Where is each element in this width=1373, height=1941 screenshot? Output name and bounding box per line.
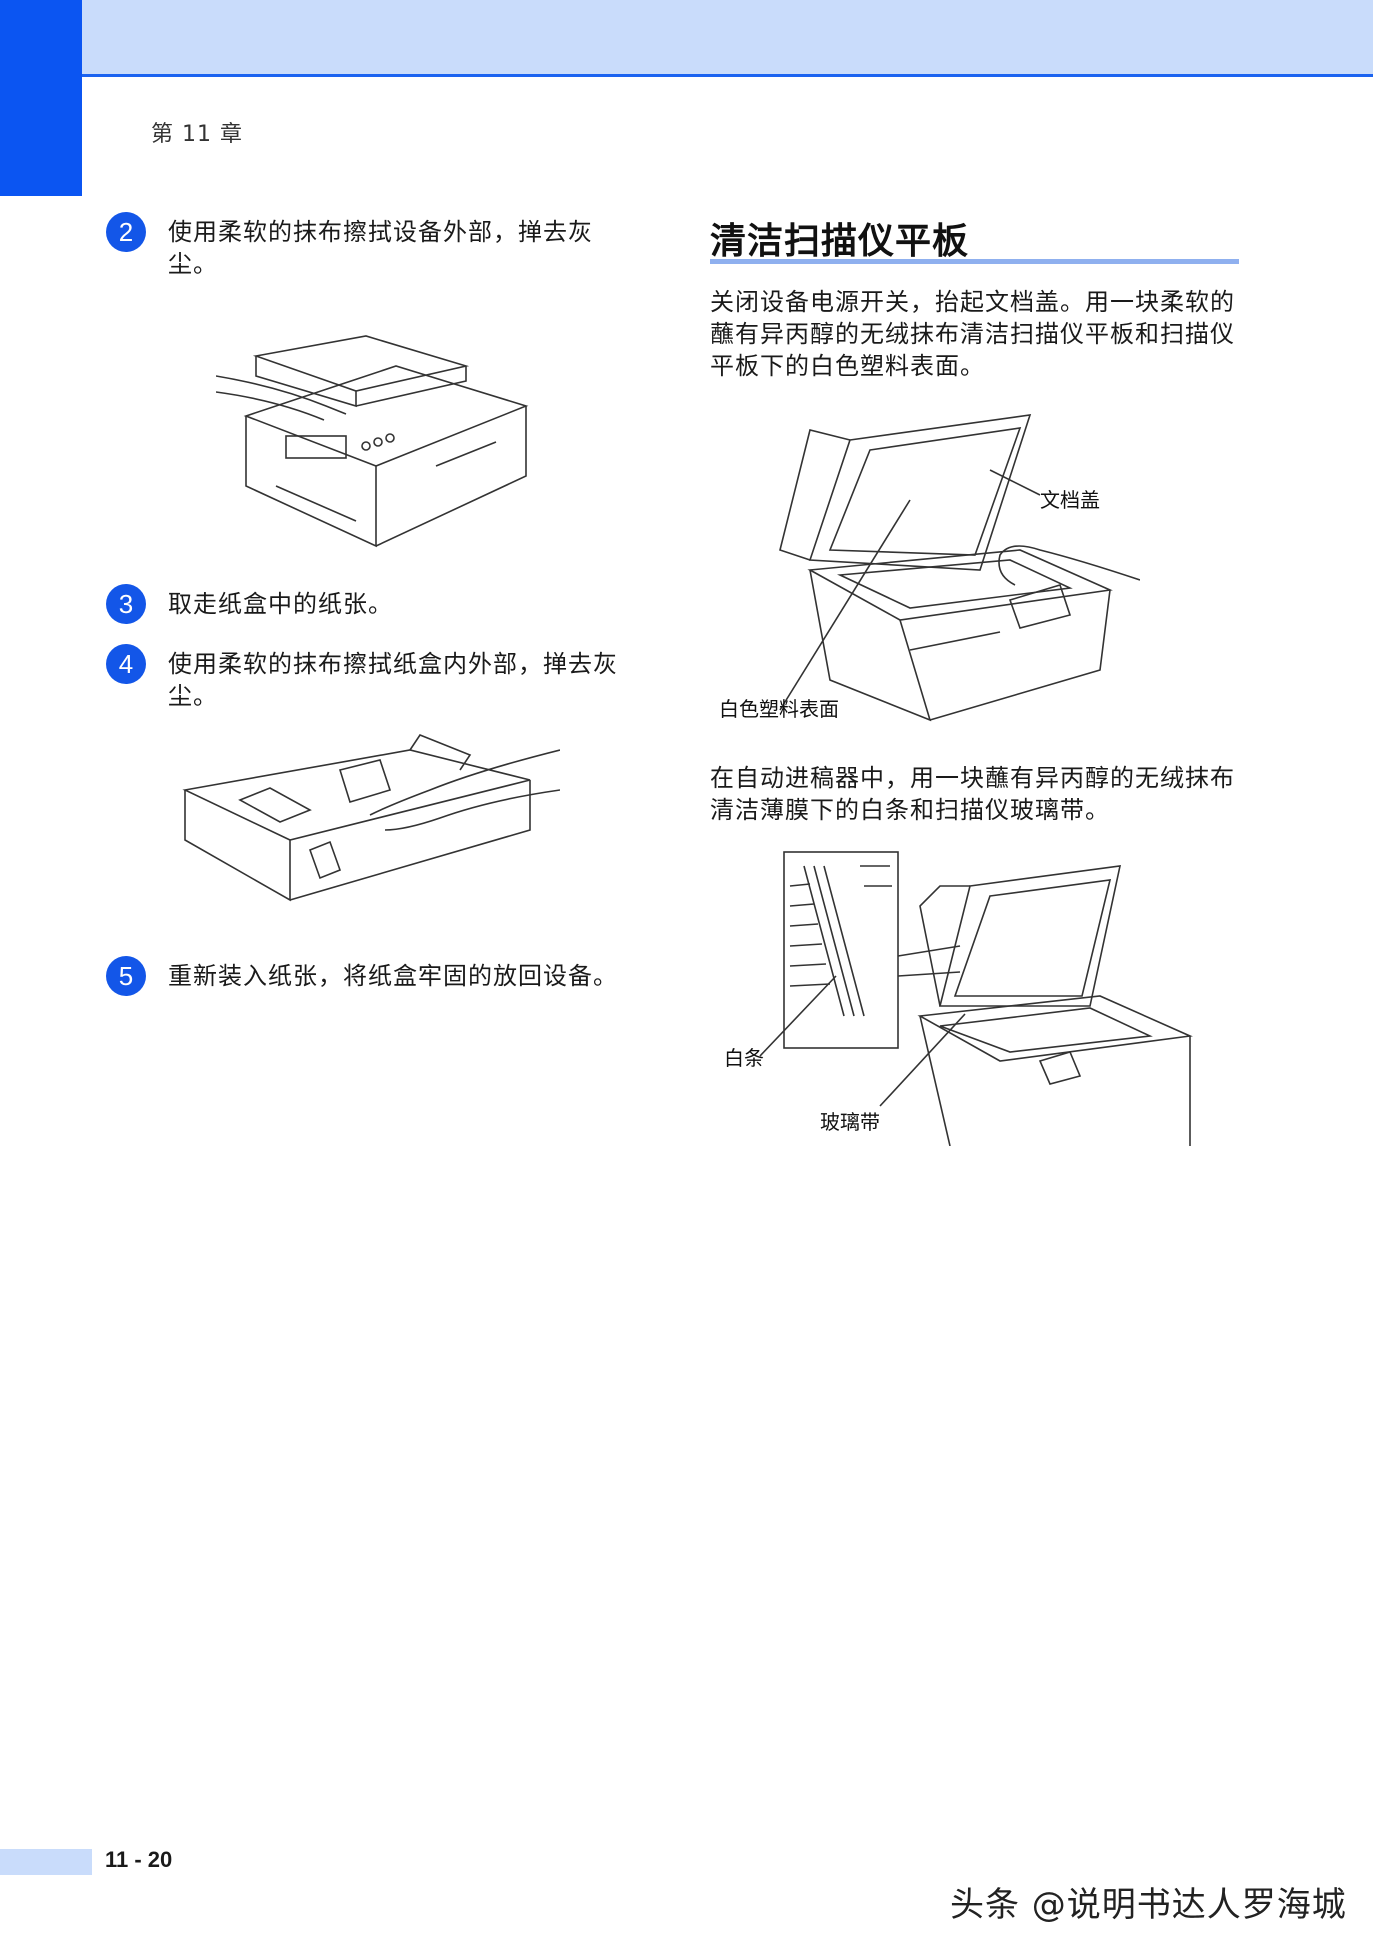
header-band: [0, 0, 1373, 76]
page-number: 11 - 20: [105, 1847, 173, 1872]
figure-scanner-glass: [740, 400, 1140, 750]
chapter-label: 第 11 章: [151, 122, 243, 147]
step-number: 5: [106, 956, 146, 996]
callout-white-plastic-surface: 白色塑料表面: [719, 697, 839, 721]
step-number: 4: [106, 644, 146, 684]
callout-document-cover: 文档盖: [1040, 488, 1100, 512]
figure-wipe-tray: [180, 730, 560, 930]
step-number: 2: [106, 212, 146, 252]
callout-glass-strip: 玻璃带: [820, 1110, 880, 1134]
step-text: 重新装入纸张，将纸盒牢固的放回设备。: [168, 962, 618, 990]
header-rule: [82, 74, 1373, 77]
watermark: 头条 @说明书达人罗海城: [950, 1885, 1347, 1925]
chapter-tab: [0, 0, 82, 196]
figure-wipe-exterior: [216, 296, 536, 556]
figure-adf-strip: [740, 846, 1210, 1146]
section-title: 清洁扫描仪平板: [710, 221, 970, 262]
step-text: 使用柔软的抹布擦拭设备外部，掸去灰尘。: [168, 218, 593, 278]
step-text: 使用柔软的抹布擦拭纸盒内外部，掸去灰尘。: [168, 650, 618, 710]
section-paragraph-1: 关闭设备电源开关，抬起文档盖。用一块柔软的蘸有异丙醇的无绒抹布清洁扫描仪平板和扫…: [710, 288, 1235, 380]
footer-band: [0, 1849, 92, 1875]
callout-white-bar: 白条: [724, 1046, 764, 1070]
section-paragraph-2: 在自动进稿器中，用一块蘸有异丙醇的无绒抹布清洁薄膜下的白条和扫描仪玻璃带。: [710, 764, 1235, 824]
step-number: 3: [106, 584, 146, 624]
section-rule: [710, 259, 1239, 264]
step-text: 取走纸盒中的纸张。: [168, 590, 393, 618]
